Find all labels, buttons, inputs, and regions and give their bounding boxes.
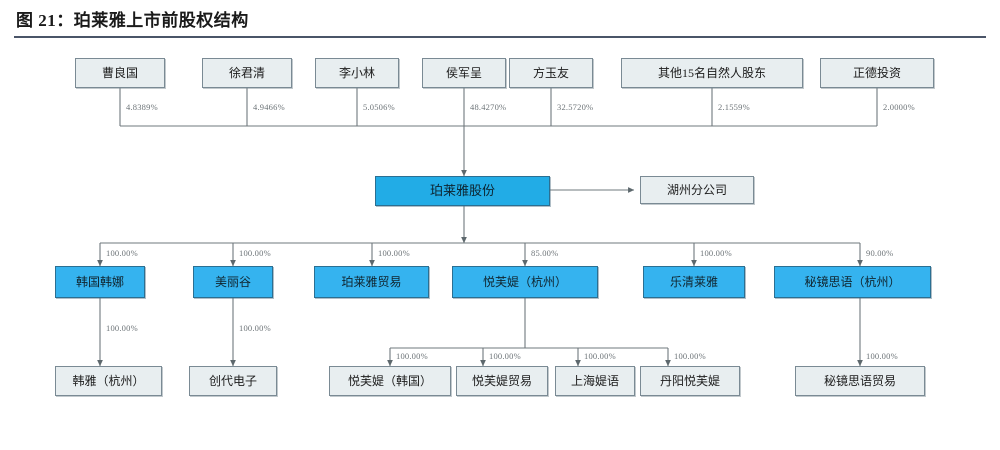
pct-subsidiary-3: 100.00% <box>378 248 410 258</box>
shareholder-box-4[interactable]: 侯军呈 <box>422 58 506 88</box>
subsidiary-box-5[interactable]: 乐清莱雅 <box>643 266 745 298</box>
pct-shareholder-5: 32.5720% <box>557 102 594 112</box>
grandchild-label: 韩雅（杭州） <box>72 373 145 388</box>
subsidiary-box-4[interactable]: 悦芙媞（杭州） <box>452 266 598 298</box>
grandchild-label: 秘镜思语贸易 <box>823 373 896 388</box>
pct-grandchild-6: 100.00% <box>674 351 706 361</box>
branch-box-huzhou[interactable]: 湖州分公司 <box>640 176 754 204</box>
shareholder-label: 其他15名自然人股东 <box>657 65 766 80</box>
pct-shareholder-7: 2.0000% <box>883 102 915 112</box>
company-box-polaiya[interactable]: 珀莱雅股份 <box>375 176 550 206</box>
grandchild-box-1[interactable]: 韩雅（杭州） <box>55 366 162 396</box>
pct-shareholder-2: 4.9466% <box>253 102 285 112</box>
subsidiary-box-2[interactable]: 美丽谷 <box>193 266 273 298</box>
subsidiary-box-6[interactable]: 秘镜思语（杭州） <box>774 266 931 298</box>
grandchild-box-3[interactable]: 悦芙媞（韩国） <box>329 366 451 396</box>
pct-subsidiary-6: 90.00% <box>866 248 894 258</box>
shareholder-box-6[interactable]: 其他15名自然人股东 <box>621 58 803 88</box>
subsidiary-label: 悦芙媞（杭州） <box>482 274 567 289</box>
shareholder-box-1[interactable]: 曹良国 <box>75 58 165 88</box>
pct-subsidiary-2: 100.00% <box>239 248 271 258</box>
pct-grandchild-1: 100.00% <box>106 323 138 333</box>
grandchild-box-2[interactable]: 创代电子 <box>189 366 277 396</box>
subsidiary-label: 乐清莱雅 <box>669 274 718 289</box>
grandchild-box-7[interactable]: 秘镜思语贸易 <box>795 366 925 396</box>
pct-grandchild-5: 100.00% <box>584 351 616 361</box>
grandchild-box-6[interactable]: 丹阳悦芙媞 <box>640 366 740 396</box>
pct-subsidiary-5: 100.00% <box>700 248 732 258</box>
grandchild-label: 悦芙媞贸易 <box>471 373 532 388</box>
pct-shareholder-1: 4.8389% <box>126 102 158 112</box>
shareholder-box-5[interactable]: 方玉友 <box>509 58 593 88</box>
shareholder-label: 方玉友 <box>532 65 569 80</box>
pct-shareholder-4: 48.4270% <box>470 102 507 112</box>
pct-subsidiary-1: 100.00% <box>106 248 138 258</box>
shareholder-label: 李小林 <box>338 65 375 80</box>
pct-shareholder-6: 2.1559% <box>718 102 750 112</box>
grandchild-box-4[interactable]: 悦芙媞贸易 <box>456 366 548 396</box>
grandchild-label: 创代电子 <box>208 373 257 388</box>
subsidiary-box-1[interactable]: 韩国韩娜 <box>55 266 145 298</box>
company-label: 珀莱雅股份 <box>429 183 495 199</box>
subsidiary-label: 美丽谷 <box>214 274 251 289</box>
pct-grandchild-3: 100.00% <box>396 351 428 361</box>
subsidiary-label: 珀莱雅贸易 <box>341 274 402 289</box>
shareholder-box-7[interactable]: 正德投资 <box>820 58 934 88</box>
ownership-structure-diagram: 曹良国 徐君清 李小林 侯军呈 方玉友 其他15名自然人股东 正德投资 4.83… <box>0 40 1000 450</box>
title-divider <box>14 36 986 38</box>
shareholder-label: 曹良国 <box>101 65 138 80</box>
shareholder-label: 侯军呈 <box>445 65 482 80</box>
subsidiary-box-3[interactable]: 珀莱雅贸易 <box>314 266 429 298</box>
page-title: 图 21：珀莱雅上市前股权结构 <box>16 11 249 30</box>
grandchild-label: 上海媞语 <box>570 373 619 388</box>
shareholder-box-3[interactable]: 李小林 <box>315 58 399 88</box>
subsidiary-label: 秘镜思语（杭州） <box>804 274 901 289</box>
pct-shareholder-3: 5.0506% <box>363 102 395 112</box>
pct-subsidiary-4: 85.00% <box>531 248 559 258</box>
grandchild-label: 丹阳悦芙媞 <box>659 373 720 388</box>
pct-grandchild-4: 100.00% <box>489 351 521 361</box>
shareholder-box-2[interactable]: 徐君清 <box>202 58 292 88</box>
pct-grandchild-7: 100.00% <box>866 351 898 361</box>
pct-grandchild-2: 100.00% <box>239 323 271 333</box>
shareholder-label: 徐君清 <box>228 65 265 80</box>
grandchild-box-5[interactable]: 上海媞语 <box>555 366 635 396</box>
shareholder-label: 正德投资 <box>852 65 901 80</box>
branch-label: 湖州分公司 <box>666 182 727 197</box>
grandchild-label: 悦芙媞（韩国） <box>347 373 432 388</box>
subsidiary-label: 韩国韩娜 <box>75 274 124 289</box>
